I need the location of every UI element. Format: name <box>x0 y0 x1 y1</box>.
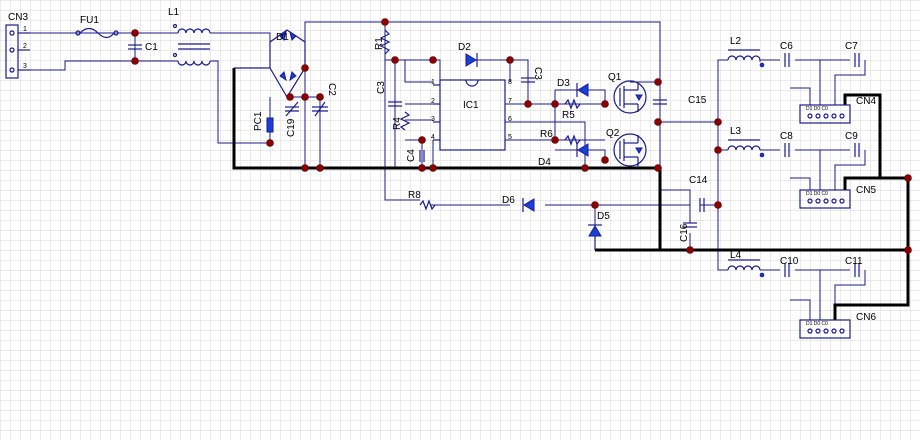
connector-cn4: D1 D0 C0 <box>799 104 851 124</box>
capacitor-c2 <box>312 101 328 117</box>
label-d5: D5 <box>597 211 610 222</box>
capacitor-c10 <box>784 263 790 277</box>
label-l1: L1 <box>168 7 180 18</box>
resistor-r1 <box>379 29 391 55</box>
label-c19: C19 <box>286 118 297 137</box>
ic1-pin-3: 3 <box>431 116 435 123</box>
ic1-pin-7: 7 <box>508 98 512 105</box>
label-d1: D1 <box>276 32 289 43</box>
label-c10: C10 <box>780 256 799 267</box>
label-pc1: PC1 <box>253 111 264 131</box>
label-r1: R1 <box>374 37 385 50</box>
mosfet-q2 <box>613 133 647 168</box>
label-l4: L4 <box>730 250 742 261</box>
label-c11: C11 <box>845 256 863 267</box>
optocoupler-pc1 <box>266 117 274 133</box>
junction-nodes <box>131 18 912 254</box>
label-cn3: CN3 <box>8 12 28 23</box>
label-q1: Q1 <box>608 72 622 83</box>
ic1-pin-6: 6 <box>508 116 512 123</box>
label-c2: C2 <box>326 83 337 96</box>
label-q2: Q2 <box>606 128 620 139</box>
label-c1: C1 <box>145 42 158 53</box>
capacitor-c3-right <box>521 77 535 83</box>
label-c9: C9 <box>845 131 858 142</box>
ic1-controller: 1 2 3 4 5 6 7 8 <box>431 79 512 151</box>
label-c4: C4 <box>406 149 417 162</box>
diode-d5 <box>588 224 602 250</box>
label-cn6: CN6 <box>856 312 876 323</box>
capacitor-c19 <box>285 101 299 117</box>
inductor-l3 <box>727 139 765 158</box>
ic1-pin-5: 5 <box>508 134 512 141</box>
diode-d4 <box>576 143 589 157</box>
capacitor-c15 <box>653 99 667 105</box>
label-c3-right: C3 <box>532 67 543 80</box>
label-c6: C6 <box>780 41 793 52</box>
ic1-pin-1: 1 <box>431 79 435 86</box>
cn3-pin-3: 3 <box>23 63 27 70</box>
ground-bus <box>232 68 910 320</box>
label-d4: D4 <box>538 157 551 168</box>
capacitor-c9 <box>854 143 860 157</box>
component-labels: CN3 FU1 L1 C1 D1 R1 D2 C3 C3 IC1 D3 Q1 R… <box>8 7 876 323</box>
capacitor-c6 <box>784 53 790 67</box>
connector-cn5: D1 D0 C0 <box>799 189 851 209</box>
capacitor-c11 <box>854 263 860 277</box>
capacitor-c7 <box>854 53 860 67</box>
inductor-l4 <box>727 259 765 278</box>
diode-d2 <box>465 53 478 67</box>
capacitor-c16 <box>683 222 697 228</box>
label-d2: D2 <box>458 42 471 53</box>
capacitor-c4 <box>419 150 425 162</box>
fuse-fu1 <box>75 27 119 39</box>
inductor-l1 <box>172 23 211 66</box>
label-d3: D3 <box>557 78 570 89</box>
label-c15: C15 <box>688 95 707 106</box>
label-ic1: IC1 <box>463 100 479 111</box>
cn5-pin-labels: D1 D0 C0 <box>806 191 828 197</box>
label-c8: C8 <box>780 131 793 142</box>
label-r8: R8 <box>408 190 421 201</box>
label-cn5: CN5 <box>856 185 876 196</box>
mosfet-q1 <box>613 80 647 114</box>
capacitor-c8 <box>784 143 790 157</box>
resistor-r4 <box>399 111 411 131</box>
inductor-l2 <box>727 49 765 68</box>
connector-cn3: 1 2 3 <box>5 24 30 79</box>
ic1-pin-4: 4 <box>431 134 435 141</box>
cn6-pin-labels: D1 D0 C0 <box>806 321 828 327</box>
cn4-pin-labels: D1 D0 C0 <box>806 106 828 112</box>
ic1-pin-2: 2 <box>431 98 435 105</box>
diode-d6 <box>522 198 535 212</box>
capacitor-c3-left <box>388 101 402 107</box>
label-r5: R5 <box>562 110 575 121</box>
capacitor-c1 <box>128 44 142 50</box>
capacitor-c14 <box>699 198 705 212</box>
label-c3-left: C3 <box>376 81 387 94</box>
label-cn4: CN4 <box>856 96 876 107</box>
label-l2: L2 <box>730 36 742 47</box>
diode-d3 <box>576 83 589 97</box>
label-d6: D6 <box>502 195 515 206</box>
label-c16: C16 <box>679 223 690 242</box>
label-fu1: FU1 <box>80 15 99 26</box>
label-r6: R6 <box>540 129 553 140</box>
resistor-r5 <box>564 98 581 110</box>
cn3-pin-2: 2 <box>23 43 27 50</box>
connector-cn6: D1 D0 C0 <box>799 319 851 339</box>
label-r4: R4 <box>392 117 403 130</box>
label-l3: L3 <box>730 126 742 137</box>
cn3-pin-1: 1 <box>23 26 27 33</box>
resistor-r8 <box>419 199 436 211</box>
label-c7: C7 <box>845 41 858 52</box>
ic1-pin-8: 8 <box>508 79 512 86</box>
label-c14: C14 <box>689 175 708 186</box>
